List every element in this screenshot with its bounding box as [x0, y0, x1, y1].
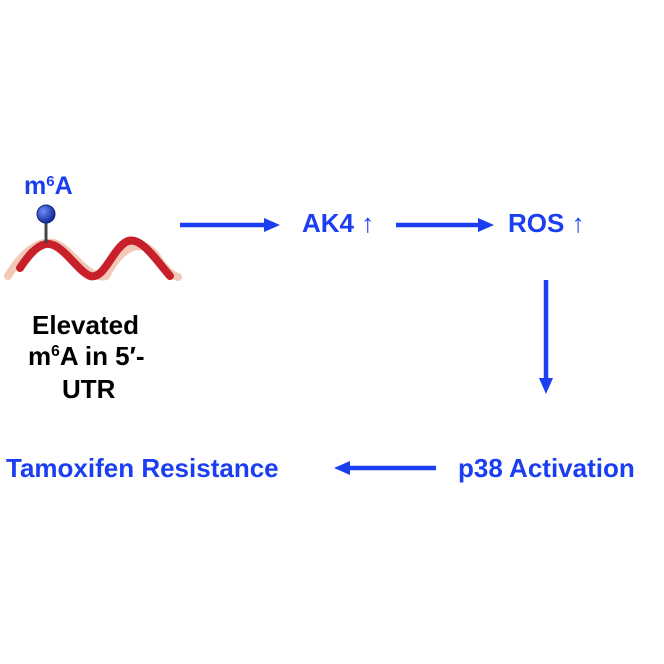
m6a-mark-letter: A — [54, 172, 73, 200]
m6a-bead-icon — [36, 204, 56, 224]
arrow-ros-to-p38 — [539, 280, 553, 394]
arrow-ak4-to-ros — [396, 218, 494, 232]
node-tamoxifen-resistance: Tamoxifen Resistance — [6, 453, 279, 483]
caption-line1: Elevated — [32, 310, 139, 340]
node-ak4: AK4 ↑ — [302, 210, 374, 236]
caption-line3: UTR — [62, 374, 116, 404]
arrow-strand-to-ak4 — [180, 218, 280, 232]
caption-line2-rest: A in 5′- — [59, 341, 145, 371]
node-p38-activation: p38 Activation — [458, 453, 635, 483]
caption-line2-sup: 6 — [51, 343, 60, 361]
m6a-mark-label: m6A — [24, 174, 73, 199]
rna-strand-dark — [16, 236, 174, 281]
arrow-p38-to-tamoxifen — [334, 461, 436, 475]
caption-line2-base: m — [28, 341, 52, 371]
node-ak4-up-arrow: ↑ — [361, 208, 375, 238]
node-ros-up-arrow: ↑ — [571, 208, 585, 238]
m6a-mark-base: m — [24, 172, 47, 200]
node-ros: ROS ↑ — [508, 210, 585, 236]
m6a-mark-sup: 6 — [46, 172, 55, 190]
rna-strand-light — [4, 238, 182, 281]
node-ros-label: ROS — [508, 208, 565, 238]
caption-line2: m6A in 5′- — [28, 343, 145, 369]
node-ak4-label: AK4 — [302, 208, 355, 238]
